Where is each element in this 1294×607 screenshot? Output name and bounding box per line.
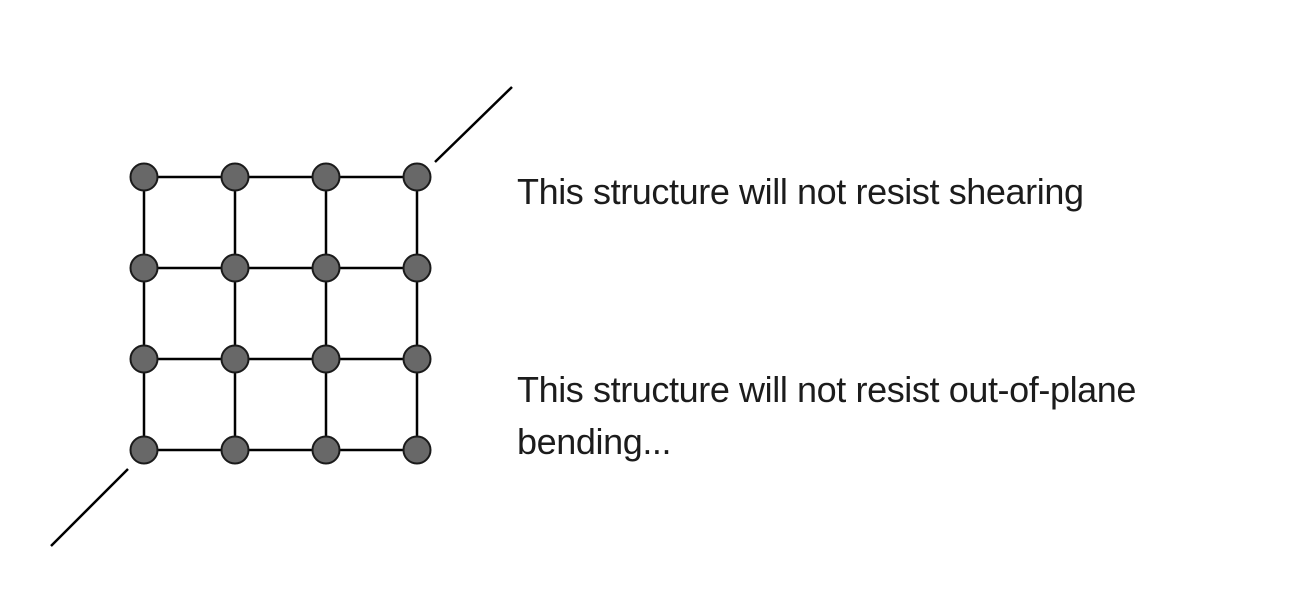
grid-node <box>220 435 250 465</box>
grid-node <box>402 344 432 374</box>
top-right-diagonal <box>434 86 513 163</box>
bottom-left-diagonal <box>50 468 129 547</box>
grid-node <box>129 162 159 192</box>
shearing-note: This structure will not resist shearing <box>517 171 1084 212</box>
grid-node <box>220 162 250 192</box>
grid-node <box>129 435 159 465</box>
grid-node <box>220 253 250 283</box>
grid-node <box>311 435 341 465</box>
grid-node <box>129 344 159 374</box>
grid-node <box>311 162 341 192</box>
grid-node <box>129 253 159 283</box>
bending-note: This structure will not resist out-of-pl… <box>517 369 1137 462</box>
grid-node <box>402 435 432 465</box>
grid-node <box>402 162 432 192</box>
grid-node <box>402 253 432 283</box>
grid-node <box>311 253 341 283</box>
grid-node <box>311 344 341 374</box>
grid-node <box>220 344 250 374</box>
